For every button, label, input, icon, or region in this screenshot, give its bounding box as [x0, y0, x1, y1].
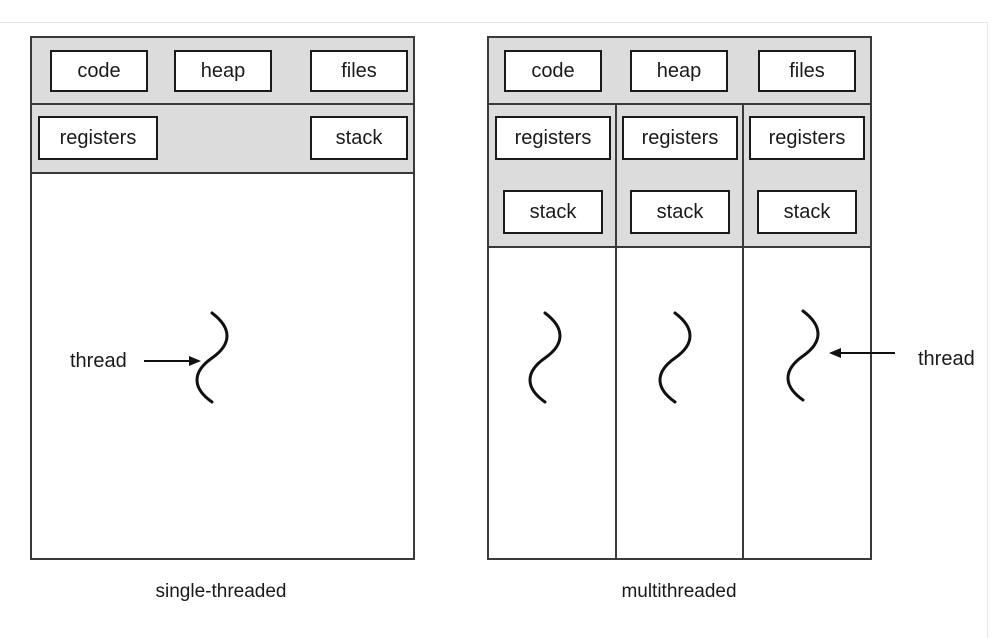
multi-heap-box: heap — [630, 50, 728, 92]
single-files-box: files — [310, 50, 408, 92]
multi-thread-1-registers-box: registers — [495, 116, 611, 160]
single-divider-1 — [30, 103, 415, 105]
multi-divider-2 — [487, 246, 872, 248]
multi-column-divider-1 — [615, 103, 617, 560]
single-divider-2 — [30, 172, 415, 174]
multi-code-box: code — [504, 50, 602, 92]
single-registers-box: registers — [38, 116, 158, 160]
multi-divider-1 — [487, 103, 872, 105]
multi-thread-2-stack-box: stack — [630, 190, 730, 234]
multi-column-divider-2 — [742, 103, 744, 560]
multi-thread-3-registers-box: registers — [749, 116, 865, 160]
single-stack-box: stack — [310, 116, 408, 160]
single-heap-box: heap — [174, 50, 272, 92]
multi-thread-label: thread — [918, 348, 975, 370]
single-threaded-caption: single-threaded — [155, 581, 287, 602]
multi-thread-3-stack-box: stack — [757, 190, 857, 234]
multi-files-box: files — [758, 50, 856, 92]
right-divider — [987, 22, 988, 638]
multi-thread-1-stack-box: stack — [503, 190, 603, 234]
multithreaded-caption: multithreaded — [621, 581, 737, 602]
single-thread-label: thread — [70, 350, 127, 372]
multi-thread-2-registers-box: registers — [622, 116, 738, 160]
top-divider — [0, 22, 988, 23]
single-code-box: code — [50, 50, 148, 92]
